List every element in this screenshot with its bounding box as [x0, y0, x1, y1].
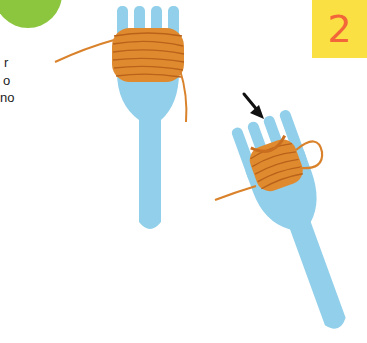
instruction-text: o [3, 74, 10, 87]
step-box: 2 [312, 0, 367, 58]
yarn-wraps [113, 33, 184, 77]
yarn-bundle [112, 28, 184, 82]
yarn-knot [251, 136, 288, 157]
step-number: 2 [327, 10, 351, 48]
arrow-head [250, 105, 264, 119]
fork [230, 109, 365, 340]
yarn-tail [180, 70, 186, 122]
yarn-tail [215, 186, 256, 200]
instruction-text: no [0, 91, 14, 104]
pointer-arrow [244, 94, 264, 119]
yarn [55, 28, 186, 122]
yarn-tail [55, 40, 114, 62]
green-circle [0, 0, 62, 28]
yarn-loop [296, 141, 322, 168]
instruction-text: r [4, 56, 8, 69]
